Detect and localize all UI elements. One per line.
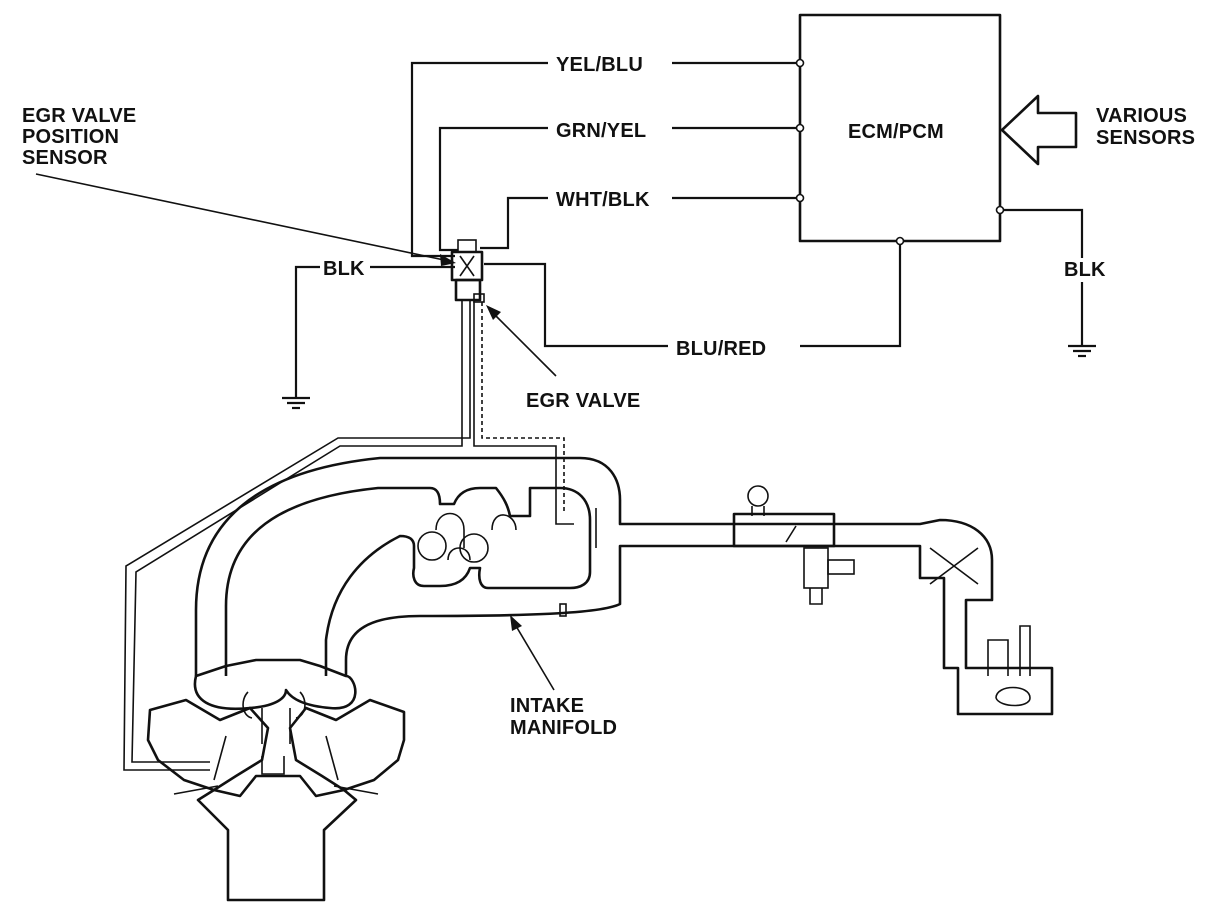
manifold-outer xyxy=(194,456,1054,716)
throttle-body xyxy=(732,512,836,548)
engine-crankcase xyxy=(196,774,358,902)
ecm-terminal xyxy=(795,123,805,133)
egr-sensor-callout: EGR VALVE POSITION SENSOR xyxy=(22,105,456,266)
egr-valve-callout: EGR VALVE xyxy=(486,305,640,412)
ground-icon xyxy=(1068,344,1096,358)
ground-icon xyxy=(282,396,310,410)
various-sensors-label-2: SENSORS xyxy=(1096,127,1195,149)
various-sensors-label-1: VARIOUS xyxy=(1096,105,1187,127)
wire-blu-red-left xyxy=(484,262,668,348)
engine-block xyxy=(146,658,406,902)
pointer-arrowhead-icon xyxy=(510,615,522,631)
pointer-line xyxy=(35,173,445,261)
wire-label-blk-left: BLK xyxy=(323,258,365,280)
egr-valve-body xyxy=(454,278,482,302)
pointer-line xyxy=(493,313,557,377)
engine-right-bank xyxy=(288,698,406,792)
ecm-terminal xyxy=(795,58,805,68)
wire-label-grn-yel: GRN/YEL xyxy=(556,120,646,142)
ecm-label: ECM/PCM xyxy=(848,121,944,143)
wire-wht-blk-left xyxy=(480,196,548,250)
ecm-terminal xyxy=(995,205,1005,215)
egr-valve-label: EGR VALVE xyxy=(526,390,640,412)
ecm-terminal xyxy=(795,193,805,203)
egr-tube-to-manifold xyxy=(473,300,574,525)
ecm-terminal xyxy=(895,236,905,246)
wire-blu-red-right xyxy=(800,241,902,348)
wire-yel-blu-left xyxy=(410,61,548,258)
ecm-pcm-unit: ECM/PCM xyxy=(798,13,1002,243)
engine-left-bank xyxy=(146,698,270,792)
intake-label-1: INTAKE xyxy=(510,695,584,717)
egr-tube-inner xyxy=(123,300,471,771)
manifold-inner-runner xyxy=(224,486,592,676)
wire-label-yel-blu: YEL/BLU xyxy=(556,54,643,76)
intake-manifold-callout: INTAKE MANIFOLD xyxy=(510,615,617,739)
intake-label-2: MANIFOLD xyxy=(510,717,617,739)
wire-blk-left-down xyxy=(294,265,320,398)
sensor-connector xyxy=(457,239,477,253)
input-arrow-icon xyxy=(1000,94,1078,166)
intake-manifold xyxy=(194,456,1054,716)
wire-label-wht-blk: WHT/BLK xyxy=(556,189,650,211)
pointer-arrowhead-icon xyxy=(440,254,456,266)
throttle-cap xyxy=(747,485,769,507)
pointer-line xyxy=(515,625,555,691)
pointer-arrowhead-icon xyxy=(486,305,501,320)
wiring: YEL/BLU GRN/YEL WHT/BLK BLU/RED BLK BLK xyxy=(282,54,1106,410)
engine-heads xyxy=(193,658,357,711)
egr-sensor-label-1: EGR VALVE xyxy=(22,105,136,127)
wire-label-blu-red: BLU/RED xyxy=(676,338,766,360)
wire-blk-right-upper xyxy=(1000,208,1084,258)
egr-sensor-label-2: POSITION xyxy=(22,126,119,148)
various-sensors-input: VARIOUS SENSORS xyxy=(1000,94,1195,166)
egr-sensor-label-3: SENSOR xyxy=(22,147,108,169)
wire-grn-yel-left xyxy=(438,126,548,252)
wire-label-blk-right: BLK xyxy=(1064,259,1106,281)
